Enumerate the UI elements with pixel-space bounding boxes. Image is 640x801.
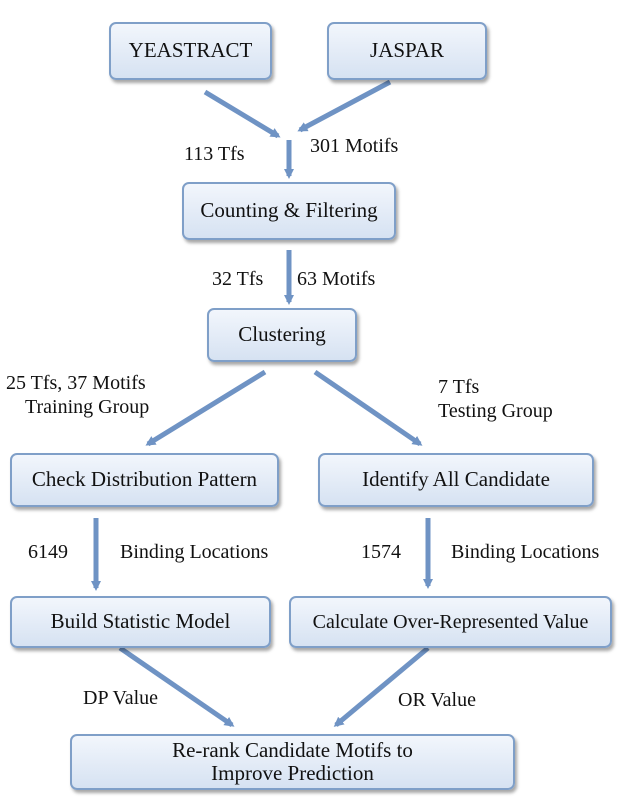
arrow-jaspar-merge — [297, 79, 392, 133]
calculate-or-label: Calculate Over-Represented Value — [312, 611, 589, 633]
rerank-box: Re-rank Candidate Motifs to Improve Pred… — [70, 734, 515, 790]
label-or-value: OR Value — [398, 689, 476, 711]
calculate-or-box: Calculate Over-Represented Value — [289, 596, 612, 648]
arrow-calculate-to-rerank — [333, 646, 430, 727]
label-training-counts: 25 Tfs, 37 Motifs — [6, 372, 146, 394]
counting-filtering-label: Counting & Filtering — [200, 198, 378, 223]
identify-candidate-label: Identify All Candidate — [362, 467, 550, 492]
check-distribution-label: Check Distribution Pattern — [31, 467, 258, 492]
label-binding-right: Binding Locations — [451, 541, 600, 563]
arrow-to-check — [145, 369, 267, 447]
label-1574: 1574 — [361, 541, 401, 563]
arrow-yeastract-merge — [203, 89, 281, 139]
yeastract-box: YEASTRACT — [109, 22, 272, 80]
label-6149: 6149 — [28, 541, 68, 563]
jaspar-box: JASPAR — [327, 22, 487, 80]
label-testing-group: Testing Group — [438, 400, 553, 422]
label-32-tfs: 32 Tfs — [212, 268, 264, 290]
jaspar-label: JASPAR — [370, 38, 444, 63]
check-distribution-box: Check Distribution Pattern — [10, 453, 279, 507]
label-training-group: Training Group — [25, 396, 150, 418]
rerank-label-line2: Improve Prediction — [211, 761, 374, 785]
arrow-build-to-rerank — [118, 645, 235, 728]
label-113-tfs: 113 Tfs — [184, 143, 245, 165]
yeastract-label: YEASTRACT — [128, 38, 253, 63]
label-binding-left: Binding Locations — [120, 541, 269, 563]
identify-candidate-box: Identify All Candidate — [318, 453, 594, 507]
rerank-label-line1: Re-rank Candidate Motifs to — [172, 737, 413, 762]
label-63-motifs: 63 Motifs — [297, 268, 376, 290]
label-301-motifs: 301 Motifs — [310, 135, 399, 157]
counting-filtering-box: Counting & Filtering — [182, 182, 396, 240]
build-model-box: Build Statistic Model — [10, 596, 271, 648]
build-model-label: Build Statistic Model — [50, 609, 231, 634]
arrow-to-identify — [313, 369, 423, 447]
clustering-box: Clustering — [207, 308, 357, 362]
label-dp-value: DP Value — [83, 687, 158, 709]
label-testing-counts: 7 Tfs — [438, 376, 480, 398]
clustering-label: Clustering — [238, 322, 326, 347]
